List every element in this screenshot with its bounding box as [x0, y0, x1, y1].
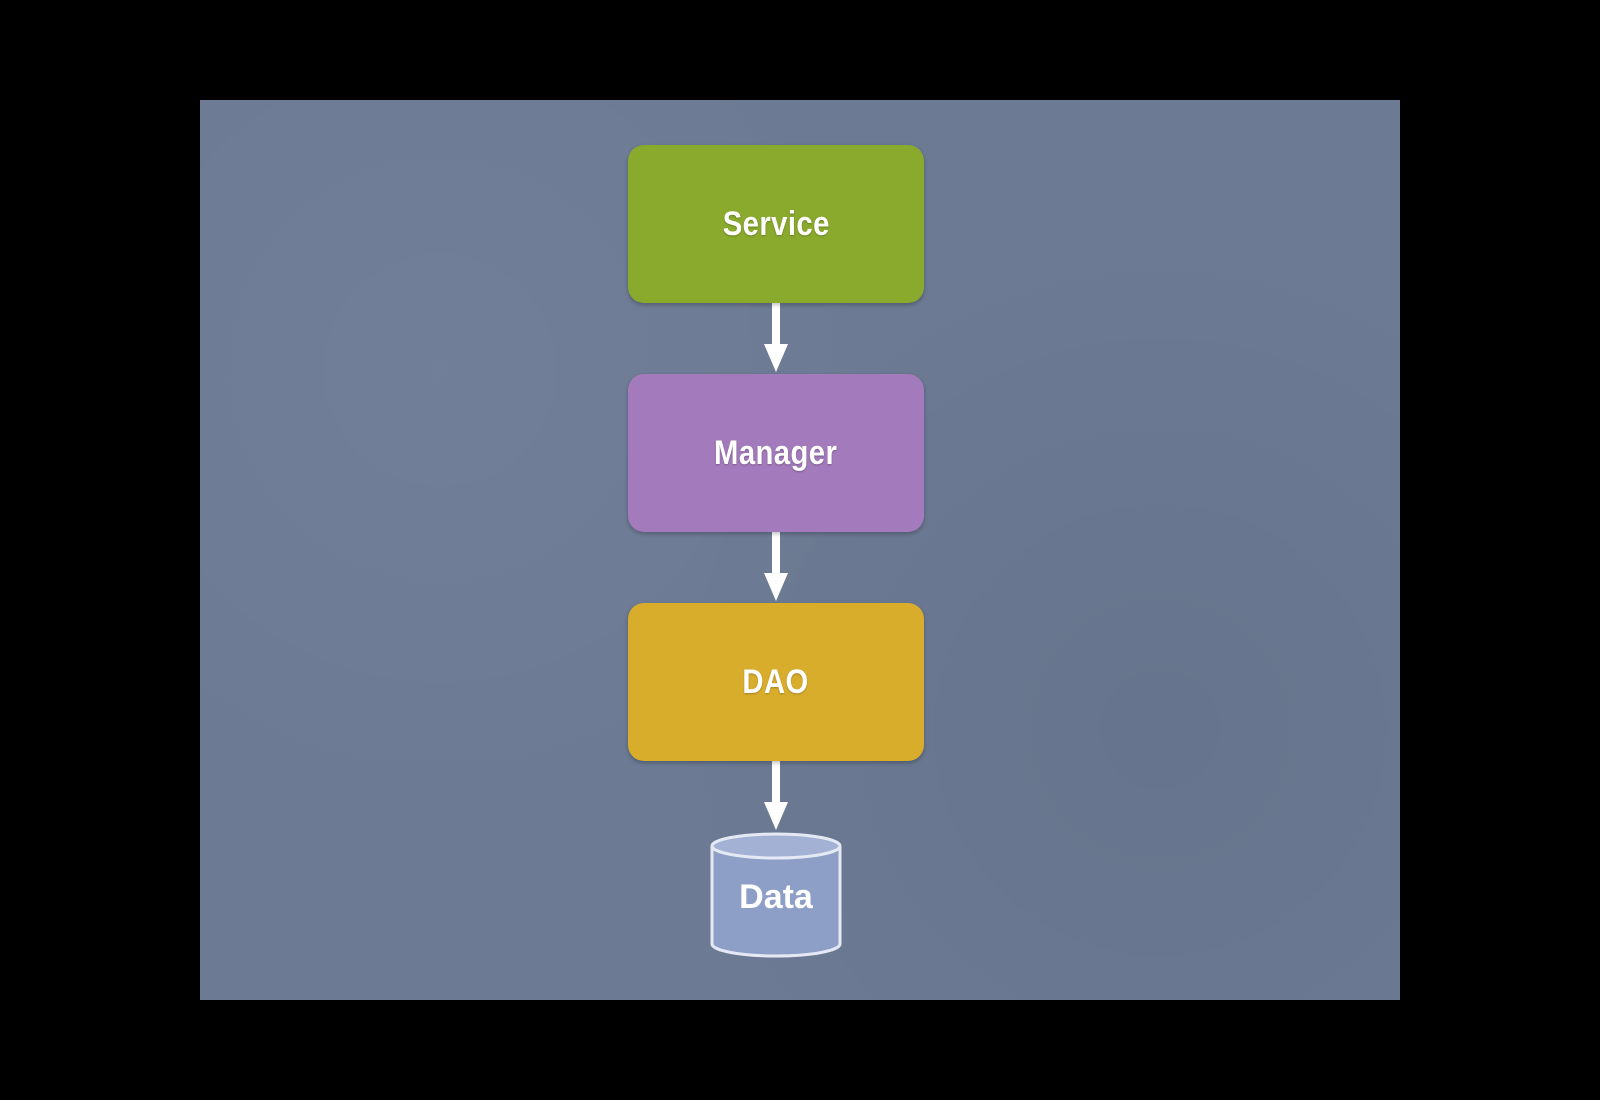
dao-node-label: DAO: [742, 662, 810, 701]
service-node-label: Service: [722, 204, 830, 243]
manager-node-label: Manager: [714, 433, 838, 472]
arrow-service-to-manager: [764, 303, 788, 372]
arrow-dao-to-data: [764, 761, 788, 830]
data-cylinder-top: [710, 832, 842, 860]
data-node-label: Data: [739, 878, 814, 916]
dao-node: DAO: [628, 603, 924, 761]
data-cylinder: Data: [710, 832, 842, 958]
arrow-manager-to-dao: [764, 532, 788, 601]
diagram-canvas: Data Service Manager DAO: [200, 100, 1400, 1000]
service-node: Service: [628, 145, 924, 303]
manager-node: Manager: [628, 374, 924, 532]
data-cylinder-body: [710, 846, 842, 958]
